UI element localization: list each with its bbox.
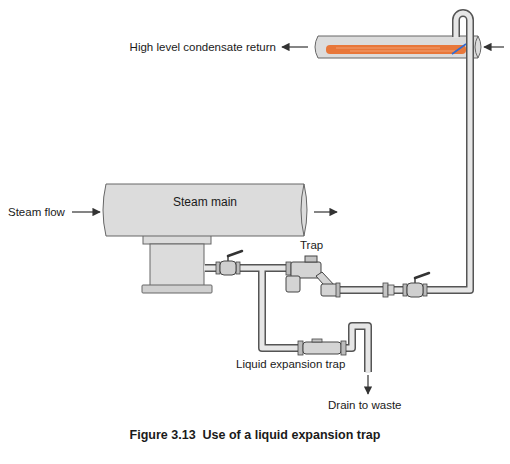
water-surface <box>452 44 466 54</box>
flow-arrow <box>72 211 100 212</box>
flow-arrow <box>484 46 504 47</box>
caption-text: Figure 3.13 Use of a liquid expansion tr… <box>130 428 381 442</box>
figure-caption: Figure 3.13 Use of a liquid expansion tr… <box>0 428 510 442</box>
flow-arrow <box>282 46 308 47</box>
part-label: Trap <box>300 238 323 252</box>
steam-main-pipe <box>100 183 310 237</box>
flow-arrow <box>314 211 337 212</box>
part-label: Liquid expansion trap <box>236 357 345 371</box>
condensate-liquid <box>326 45 466 54</box>
condensate-return-pipe <box>315 36 481 58</box>
liquid-expansion-trap <box>298 339 346 355</box>
part-label: Drain to waste <box>328 398 402 412</box>
drain-pocket <box>142 228 212 293</box>
pipe-label: Steam main <box>173 195 237 209</box>
pipe-node: Steam main <box>100 183 310 237</box>
label-text: Trap <box>300 239 323 251</box>
part-label: High level condensate return <box>130 40 276 54</box>
isolation-valve <box>216 251 242 275</box>
isolation-valve <box>403 273 429 297</box>
label-text: Steam flow <box>8 206 65 218</box>
pipe-union <box>383 283 394 297</box>
drain-arrow <box>367 375 368 394</box>
steam-trap <box>286 256 340 297</box>
label-text: Drain to waste <box>328 399 402 411</box>
label-text: High level condensate return <box>130 41 276 53</box>
label-text: Liquid expansion trap <box>236 358 345 370</box>
part-label: Steam flow <box>8 205 65 219</box>
